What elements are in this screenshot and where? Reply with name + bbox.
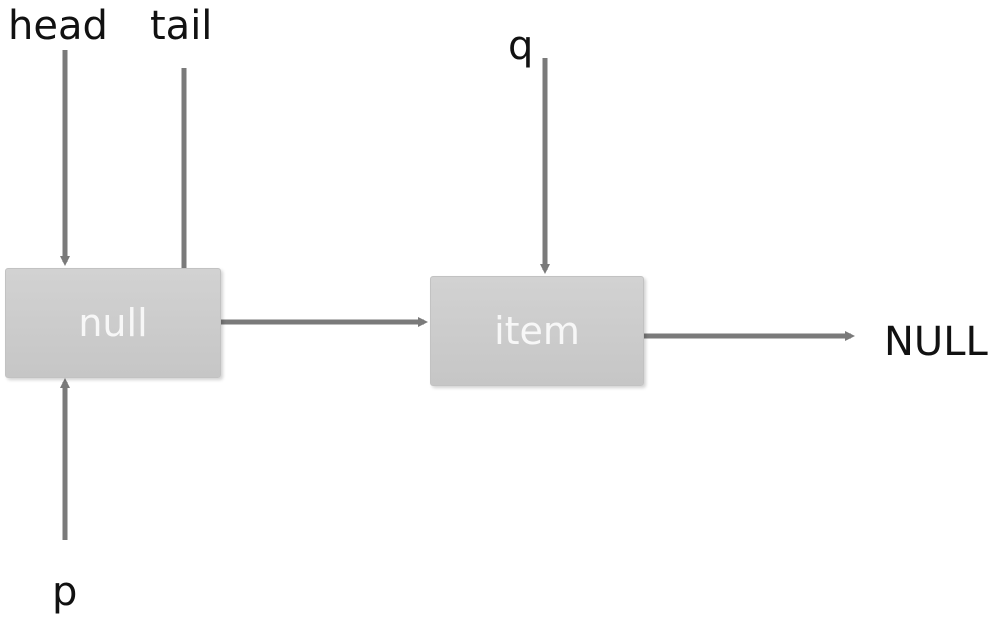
p-pointer-label: p <box>52 569 78 615</box>
dummy-node-label: null <box>78 301 148 345</box>
item-node: item <box>430 276 644 386</box>
head-pointer-label: head <box>8 3 108 49</box>
null-terminator-label: NULL <box>884 319 988 365</box>
q-pointer-label: q <box>508 23 534 69</box>
tail-pointer-label: tail <box>150 3 213 49</box>
item-node-label: item <box>494 309 580 353</box>
dummy-node: null <box>5 268 221 378</box>
